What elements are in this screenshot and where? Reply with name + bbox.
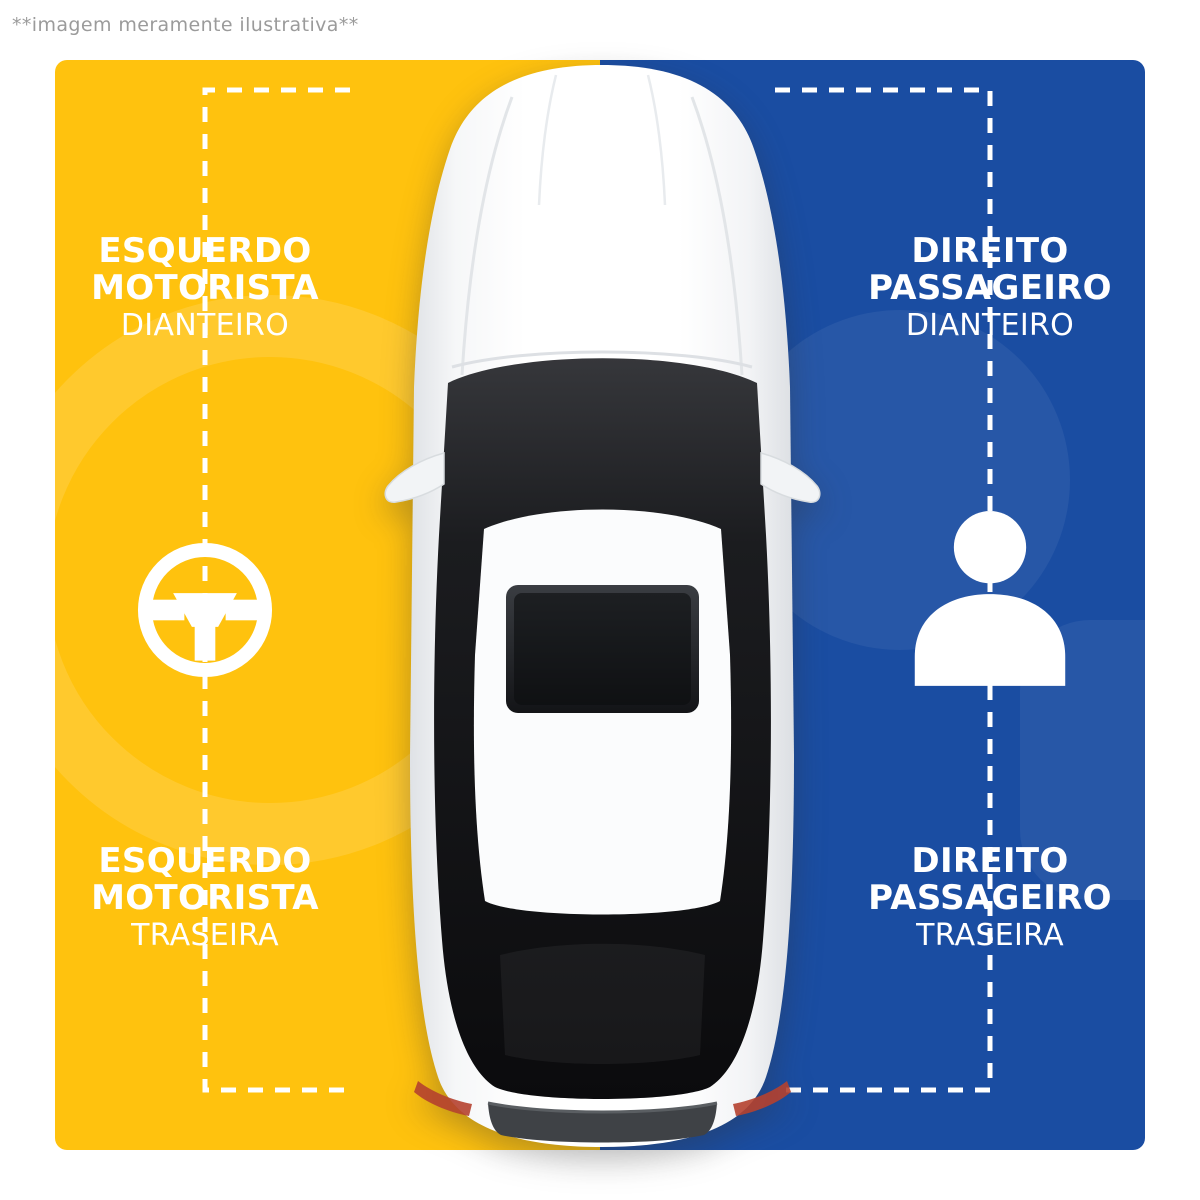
rear-window-reflection <box>500 943 705 1064</box>
taillight-left <box>414 1081 472 1116</box>
label-passenger-front: DIREITO PASSAGEIRO DIANTEIRO <box>820 233 1160 344</box>
car-top-view <box>360 55 845 1155</box>
disclaimer-text: **imagem meramente ilustrativa** <box>12 14 359 36</box>
label-line: TRASEIRA <box>916 918 1064 953</box>
hood-crease <box>537 74 558 206</box>
label-line: ESQUERDO <box>98 231 312 271</box>
label-driver-front: ESQUERDO MOTORISTA DIANTEIRO <box>35 233 375 344</box>
rear-bumper-highlight <box>487 1101 718 1114</box>
label-line: TRASEIRA <box>131 918 279 953</box>
label-driver-rear: ESQUERDO MOTORISTA TRASEIRA <box>35 843 375 954</box>
hood-crease <box>646 74 667 206</box>
side-mirror-right <box>760 452 821 503</box>
rear-bumper <box>488 1103 717 1143</box>
steering-wheel-icon <box>130 535 280 685</box>
label-passenger-rear: DIREITO PASSAGEIRO TRASEIRA <box>820 843 1160 954</box>
label-line: ESQUERDO <box>98 841 312 881</box>
hood-crease <box>460 96 514 376</box>
label-line: PASSAGEIRO <box>868 268 1112 308</box>
side-mirror-left <box>384 452 445 503</box>
label-line: DIREITO <box>911 841 1069 881</box>
label-line: DIREITO <box>911 231 1069 271</box>
hood-crease <box>690 96 744 376</box>
label-line: DIANTEIRO <box>905 308 1075 343</box>
label-line: PASSAGEIRO <box>868 878 1112 918</box>
person-icon <box>905 508 1075 688</box>
label-line: DIANTEIRO <box>120 308 290 343</box>
cowl-line <box>451 350 753 369</box>
label-line: MOTORISTA <box>91 268 319 308</box>
label-line: MOTORISTA <box>91 878 319 918</box>
taillight-right <box>733 1081 791 1116</box>
sunroof-inner <box>514 593 691 705</box>
